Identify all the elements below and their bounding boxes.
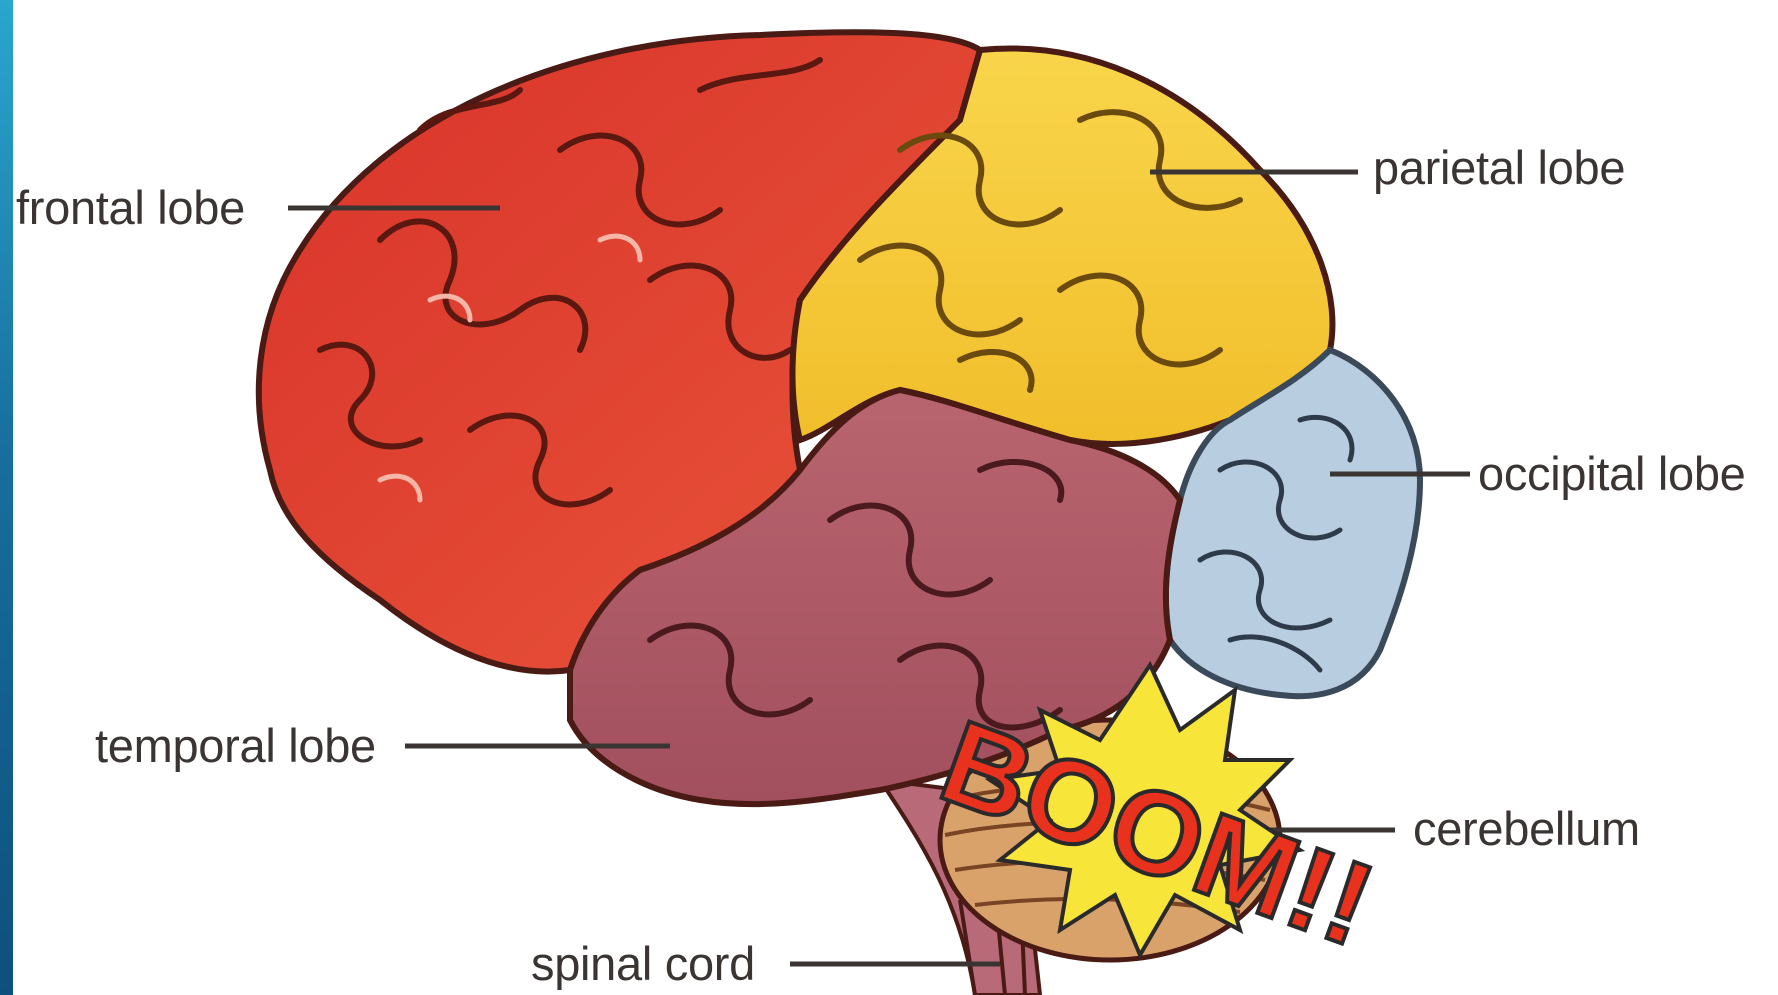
label-cerebellum: cerebellum xyxy=(1413,805,1640,852)
label-occipital-lobe: occipital lobe xyxy=(1478,450,1746,497)
label-temporal-lobe: temporal lobe xyxy=(95,722,376,769)
label-parietal-lobe: parietal lobe xyxy=(1373,144,1625,191)
label-spinal-cord: spinal cord xyxy=(531,940,755,987)
label-frontal-lobe: frontal lobe xyxy=(16,184,245,231)
